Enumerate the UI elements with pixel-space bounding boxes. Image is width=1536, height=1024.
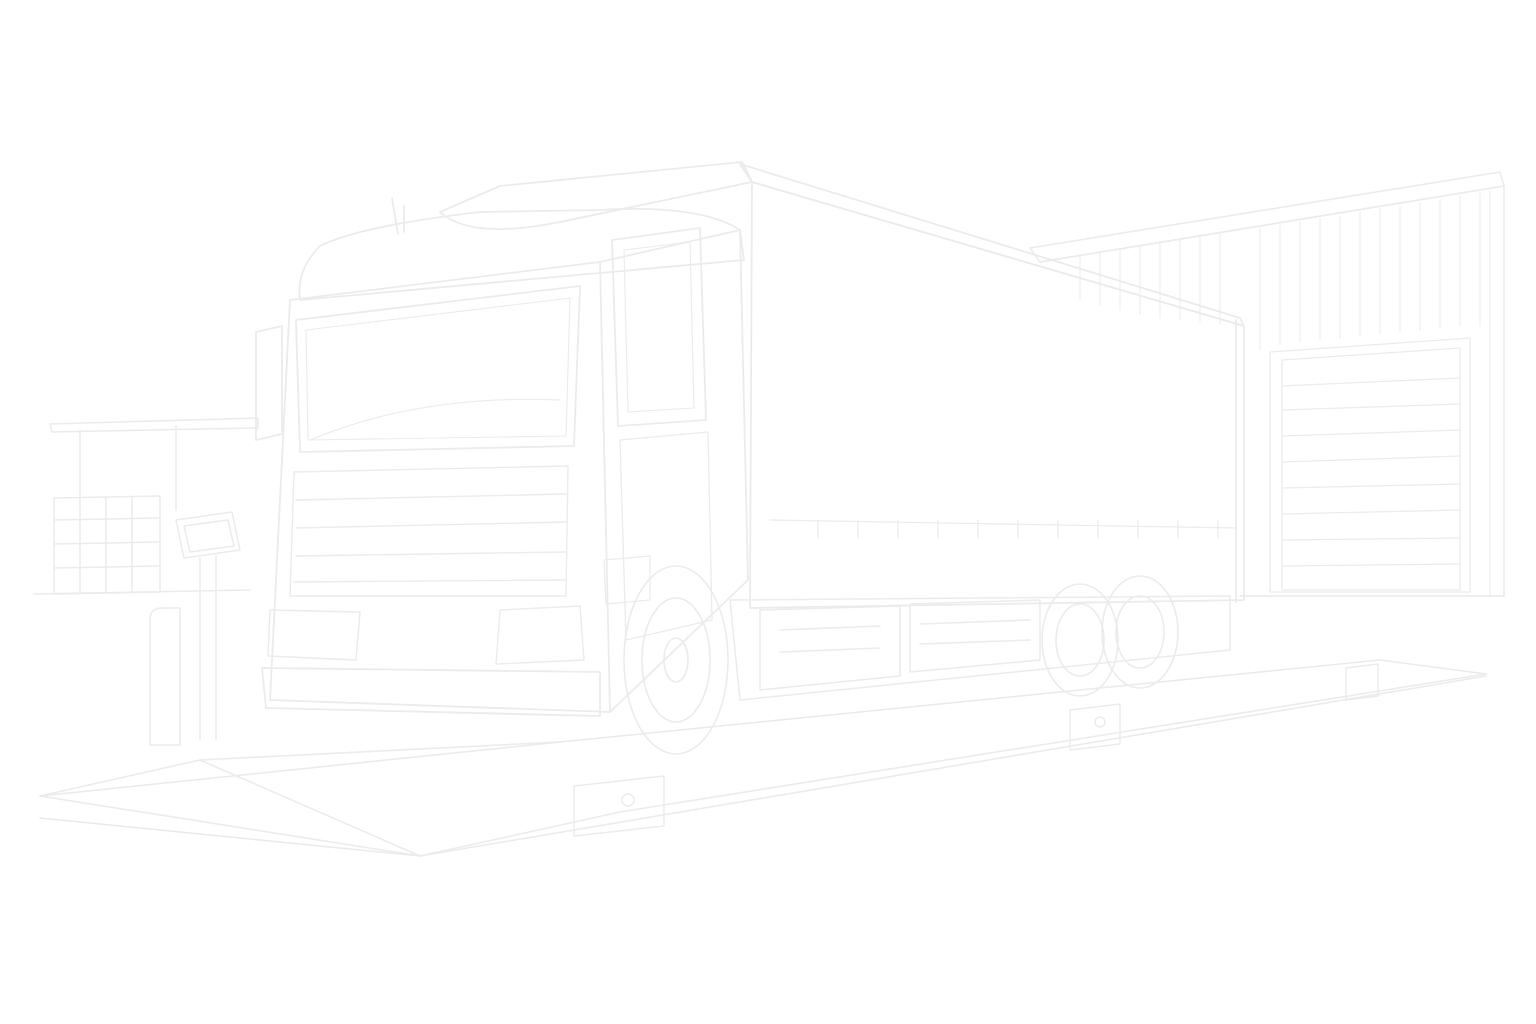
trailer-side — [749, 181, 1245, 609]
door-line — [619, 431, 713, 641]
side-window — [611, 227, 707, 427]
bollard — [149, 607, 181, 746]
terminal-post — [199, 555, 217, 741]
weighbridge-terminal — [149, 511, 241, 746]
warehouse-building — [1029, 171, 1505, 597]
windshield — [295, 285, 581, 453]
left-canopy-building — [33, 417, 259, 595]
cab-side — [599, 229, 749, 713]
terminal-display — [175, 511, 241, 559]
warehouse-roller-door — [1269, 337, 1471, 593]
grille — [289, 465, 569, 597]
cab-front — [269, 261, 611, 713]
canopy-roof — [49, 417, 259, 433]
trailer-chassis — [729, 595, 1231, 701]
weighbridge-platform — [39, 659, 1487, 857]
curtain-strap-buckles — [817, 519, 1219, 539]
cab-roof — [298, 208, 745, 301]
wiper-area — [309, 398, 561, 441]
cab-roof-deflector — [439, 161, 753, 230]
warehouse-wall-ribs — [1079, 190, 1491, 597]
stacked-crates — [53, 495, 161, 595]
ground-line-left — [33, 589, 251, 595]
front-wheel — [623, 565, 729, 755]
front-bumper — [261, 667, 601, 717]
trailer-roof — [739, 163, 1245, 327]
warehouse-roof-edge — [1029, 171, 1505, 263]
trailer — [729, 163, 1245, 701]
warehouse-wall-outline — [1039, 185, 1505, 597]
trailer-curtain-rail — [769, 519, 1237, 529]
platform-front-edge — [39, 675, 1487, 857]
roof-antenna — [391, 197, 405, 235]
truck-cab — [255, 161, 753, 755]
headlights — [267, 605, 585, 665]
mirror-left — [255, 325, 283, 441]
cab-steps — [603, 555, 651, 605]
trailer-wheels — [1041, 575, 1179, 697]
load-cell-boxes — [573, 663, 1379, 837]
